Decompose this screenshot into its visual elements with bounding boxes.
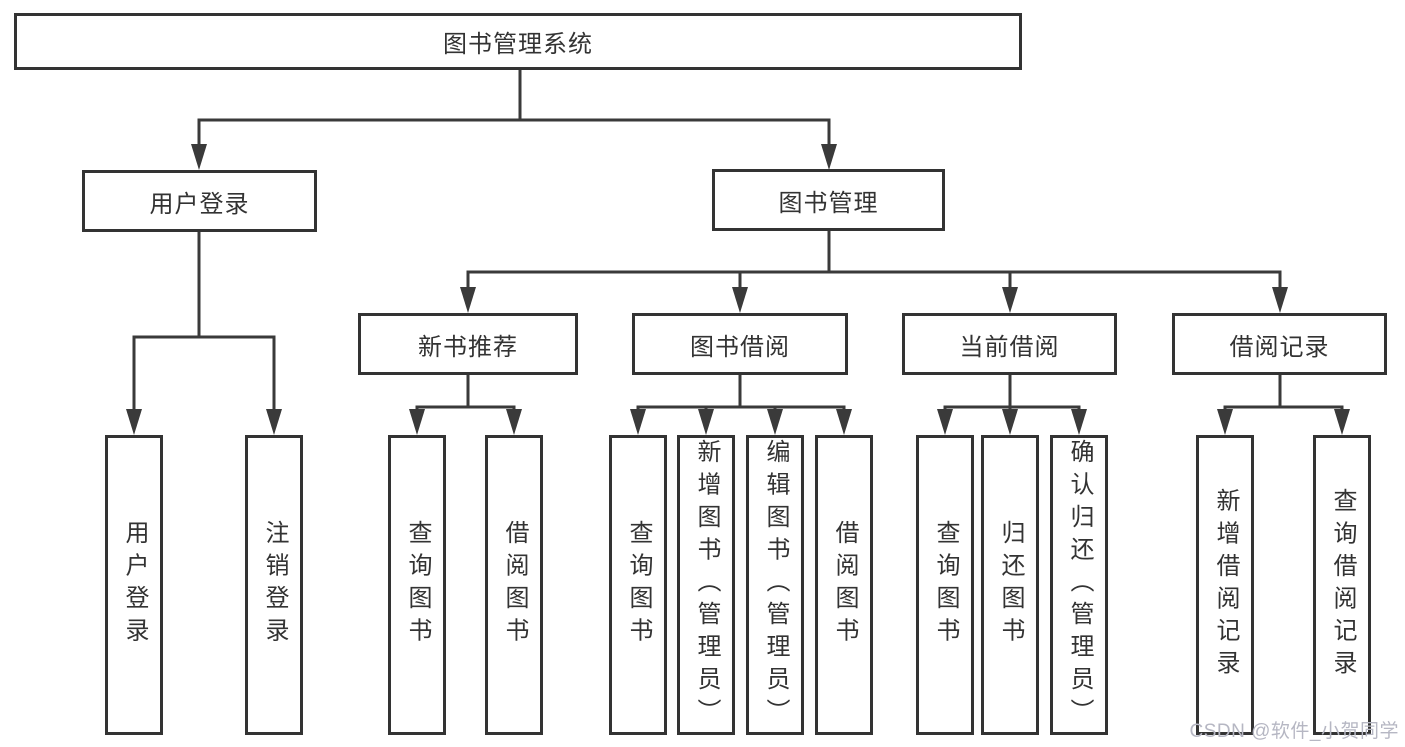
- leaf-records-add-record-label: 新增借阅记录: [1212, 487, 1239, 683]
- node-current-borrowing: 当前借阅: [902, 313, 1117, 375]
- leaf-borrowing-edit-books: 编辑图书（管理员）: [746, 435, 804, 735]
- leaf-logout-label: 注销登录: [261, 520, 288, 650]
- leaf-records-query-record-label: 查询借阅记录: [1329, 487, 1356, 683]
- leaf-borrowing-borrow-books-label: 借阅图书: [831, 520, 858, 650]
- node-new-book-recommend: 新书推荐: [358, 313, 578, 375]
- leaf-user-login: 用户登录: [105, 435, 163, 735]
- node-current-borrowing-label: 当前借阅: [959, 333, 1060, 361]
- leaf-recommend-borrow-books-label: 借阅图书: [501, 520, 528, 650]
- leaf-recommend-query-books: 查询图书: [388, 435, 446, 735]
- leaf-borrowing-borrow-books: 借阅图书: [815, 435, 873, 735]
- leaf-current-query-books-label: 查询图书: [932, 520, 959, 650]
- node-book-borrowing-label: 图书借阅: [690, 333, 790, 361]
- leaf-current-return-books: 归还图书: [981, 435, 1039, 735]
- leaf-borrowing-add-books: 新增图书（管理员）: [677, 435, 735, 735]
- leaf-current-confirm-return: 确认归还（管理员）: [1050, 435, 1108, 735]
- leaf-recommend-borrow-books: 借阅图书: [485, 435, 543, 735]
- leaf-current-return-books-label: 归还图书: [997, 520, 1024, 650]
- leaf-records-query-record: 查询借阅记录: [1313, 435, 1371, 735]
- leaf-borrowing-edit-books-label: 编辑图书（管理员）: [762, 439, 789, 731]
- leaf-records-add-record: 新增借阅记录: [1196, 435, 1254, 735]
- leaf-borrowing-query-books-label: 查询图书: [625, 520, 652, 650]
- node-new-book-recommend-label: 新书推荐: [418, 333, 518, 361]
- leaf-current-confirm-return-label: 确认归还（管理员）: [1066, 439, 1093, 731]
- leaf-user-login-label: 用户登录: [121, 520, 148, 650]
- node-book-management: 图书管理: [712, 169, 945, 231]
- leaf-borrowing-query-books: 查询图书: [609, 435, 667, 735]
- csdn-watermark: CSDN @软件_小贺同学: [1189, 721, 1399, 742]
- node-root-system: 图书管理系统: [14, 13, 1022, 70]
- leaf-recommend-query-books-label: 查询图书: [404, 520, 431, 650]
- leaf-borrowing-add-books-label: 新增图书（管理员）: [693, 439, 720, 731]
- node-user-login-label: 用户登录: [149, 190, 250, 218]
- node-root-system-label: 图书管理系统: [443, 31, 593, 58]
- node-book-borrowing: 图书借阅: [632, 313, 848, 375]
- node-book-management-label: 图书管理: [778, 189, 879, 217]
- leaf-logout: 注销登录: [245, 435, 303, 735]
- leaf-current-query-books: 查询图书: [916, 435, 974, 735]
- node-borrowing-records: 借阅记录: [1172, 313, 1387, 375]
- node-borrowing-records-label: 借阅记录: [1229, 333, 1330, 361]
- node-user-login: 用户登录: [82, 170, 317, 232]
